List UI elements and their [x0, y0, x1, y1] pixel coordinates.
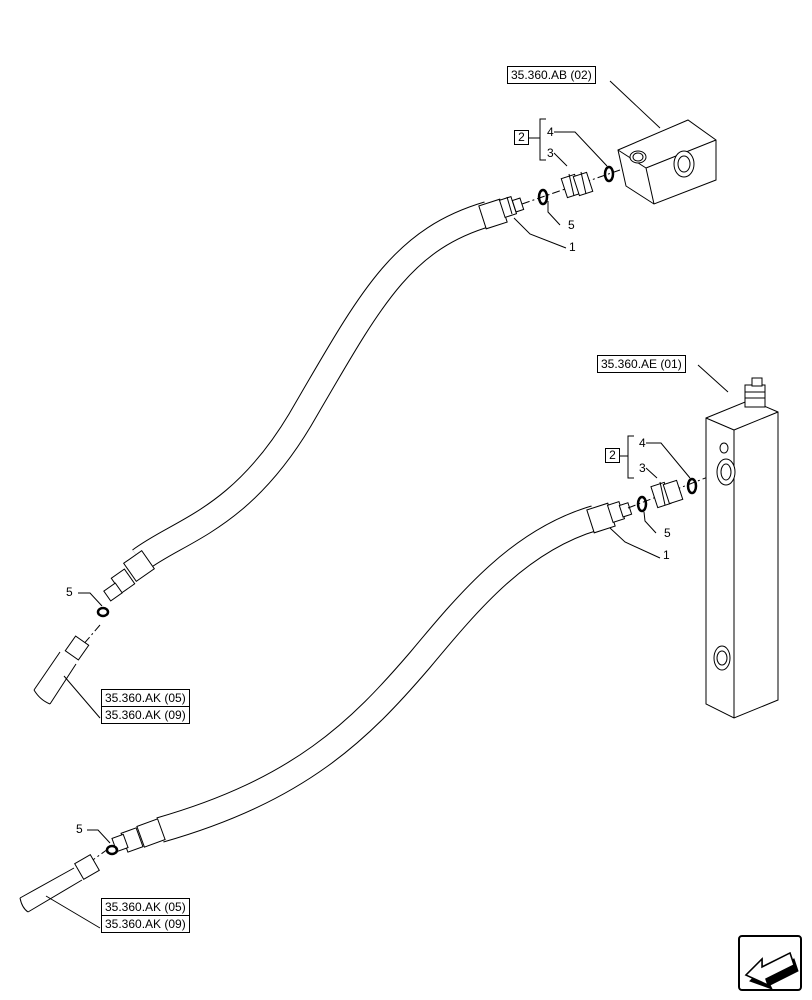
reference-upper-hose-b[interactable]: 35.360.AK (09) [102, 706, 189, 723]
seal-ring-top [537, 188, 549, 206]
seal-ring-mid [636, 495, 648, 513]
reference-lower-hose-b[interactable]: 35.360.AK (09) [102, 915, 189, 932]
reference-box-valve-top[interactable]: 35.360.AB (02) [507, 66, 596, 84]
lower-hose [156, 505, 599, 843]
navigation-arrow-button[interactable] [738, 935, 802, 991]
upper-hose-top-fitting [478, 195, 525, 230]
callout-mid-item-3: 3 [639, 461, 646, 475]
reference-stack-lower-hose: 35.360.AK (05) 35.360.AK (09) [101, 898, 190, 933]
reference-box-valve-middle[interactable]: 35.360.AE (01) [597, 355, 686, 373]
seal-ring-left-lower [105, 844, 119, 856]
valve-block-mid [705, 377, 779, 719]
callout-group-mid: 2 [605, 448, 620, 463]
reference-upper-hose-a[interactable]: 35.360.AK (05) [105, 691, 186, 705]
oring-top [603, 165, 615, 183]
lower-hose-bottom-fitting [111, 818, 166, 853]
callout-top-item-4: 4 [547, 125, 554, 139]
adapter-mid [650, 479, 684, 509]
reference-lower-hose-a[interactable]: 35.360.AK (05) [105, 900, 186, 914]
callout-hose-mid: 1 [663, 548, 670, 562]
adapter-top [560, 171, 594, 199]
callout-seal-top: 5 [568, 218, 575, 232]
arrow-icon [744, 951, 799, 990]
valve-block-top [617, 119, 717, 205]
callout-top-item-3: 3 [547, 146, 554, 160]
seal-ring-left-upper [96, 606, 110, 618]
lower-hose-top-fitting [586, 500, 633, 534]
oring-mid [686, 477, 698, 495]
callout-seal-left-upper: 5 [66, 585, 73, 599]
callout-mid-item-4: 4 [639, 436, 646, 450]
callout-seal-mid: 5 [664, 526, 671, 540]
callout-seal-left-lower: 5 [76, 822, 83, 836]
upper-pipe-end [33, 624, 101, 705]
upper-hose-bottom-fitting [103, 549, 156, 602]
upper-hose [132, 201, 492, 571]
callout-hose-top: 1 [569, 240, 576, 254]
reference-stack-upper-hose: 35.360.AK (05) 35.360.AK (09) [101, 689, 190, 724]
callout-group-top: 2 [514, 130, 529, 145]
lower-pipe-end [19, 848, 109, 913]
